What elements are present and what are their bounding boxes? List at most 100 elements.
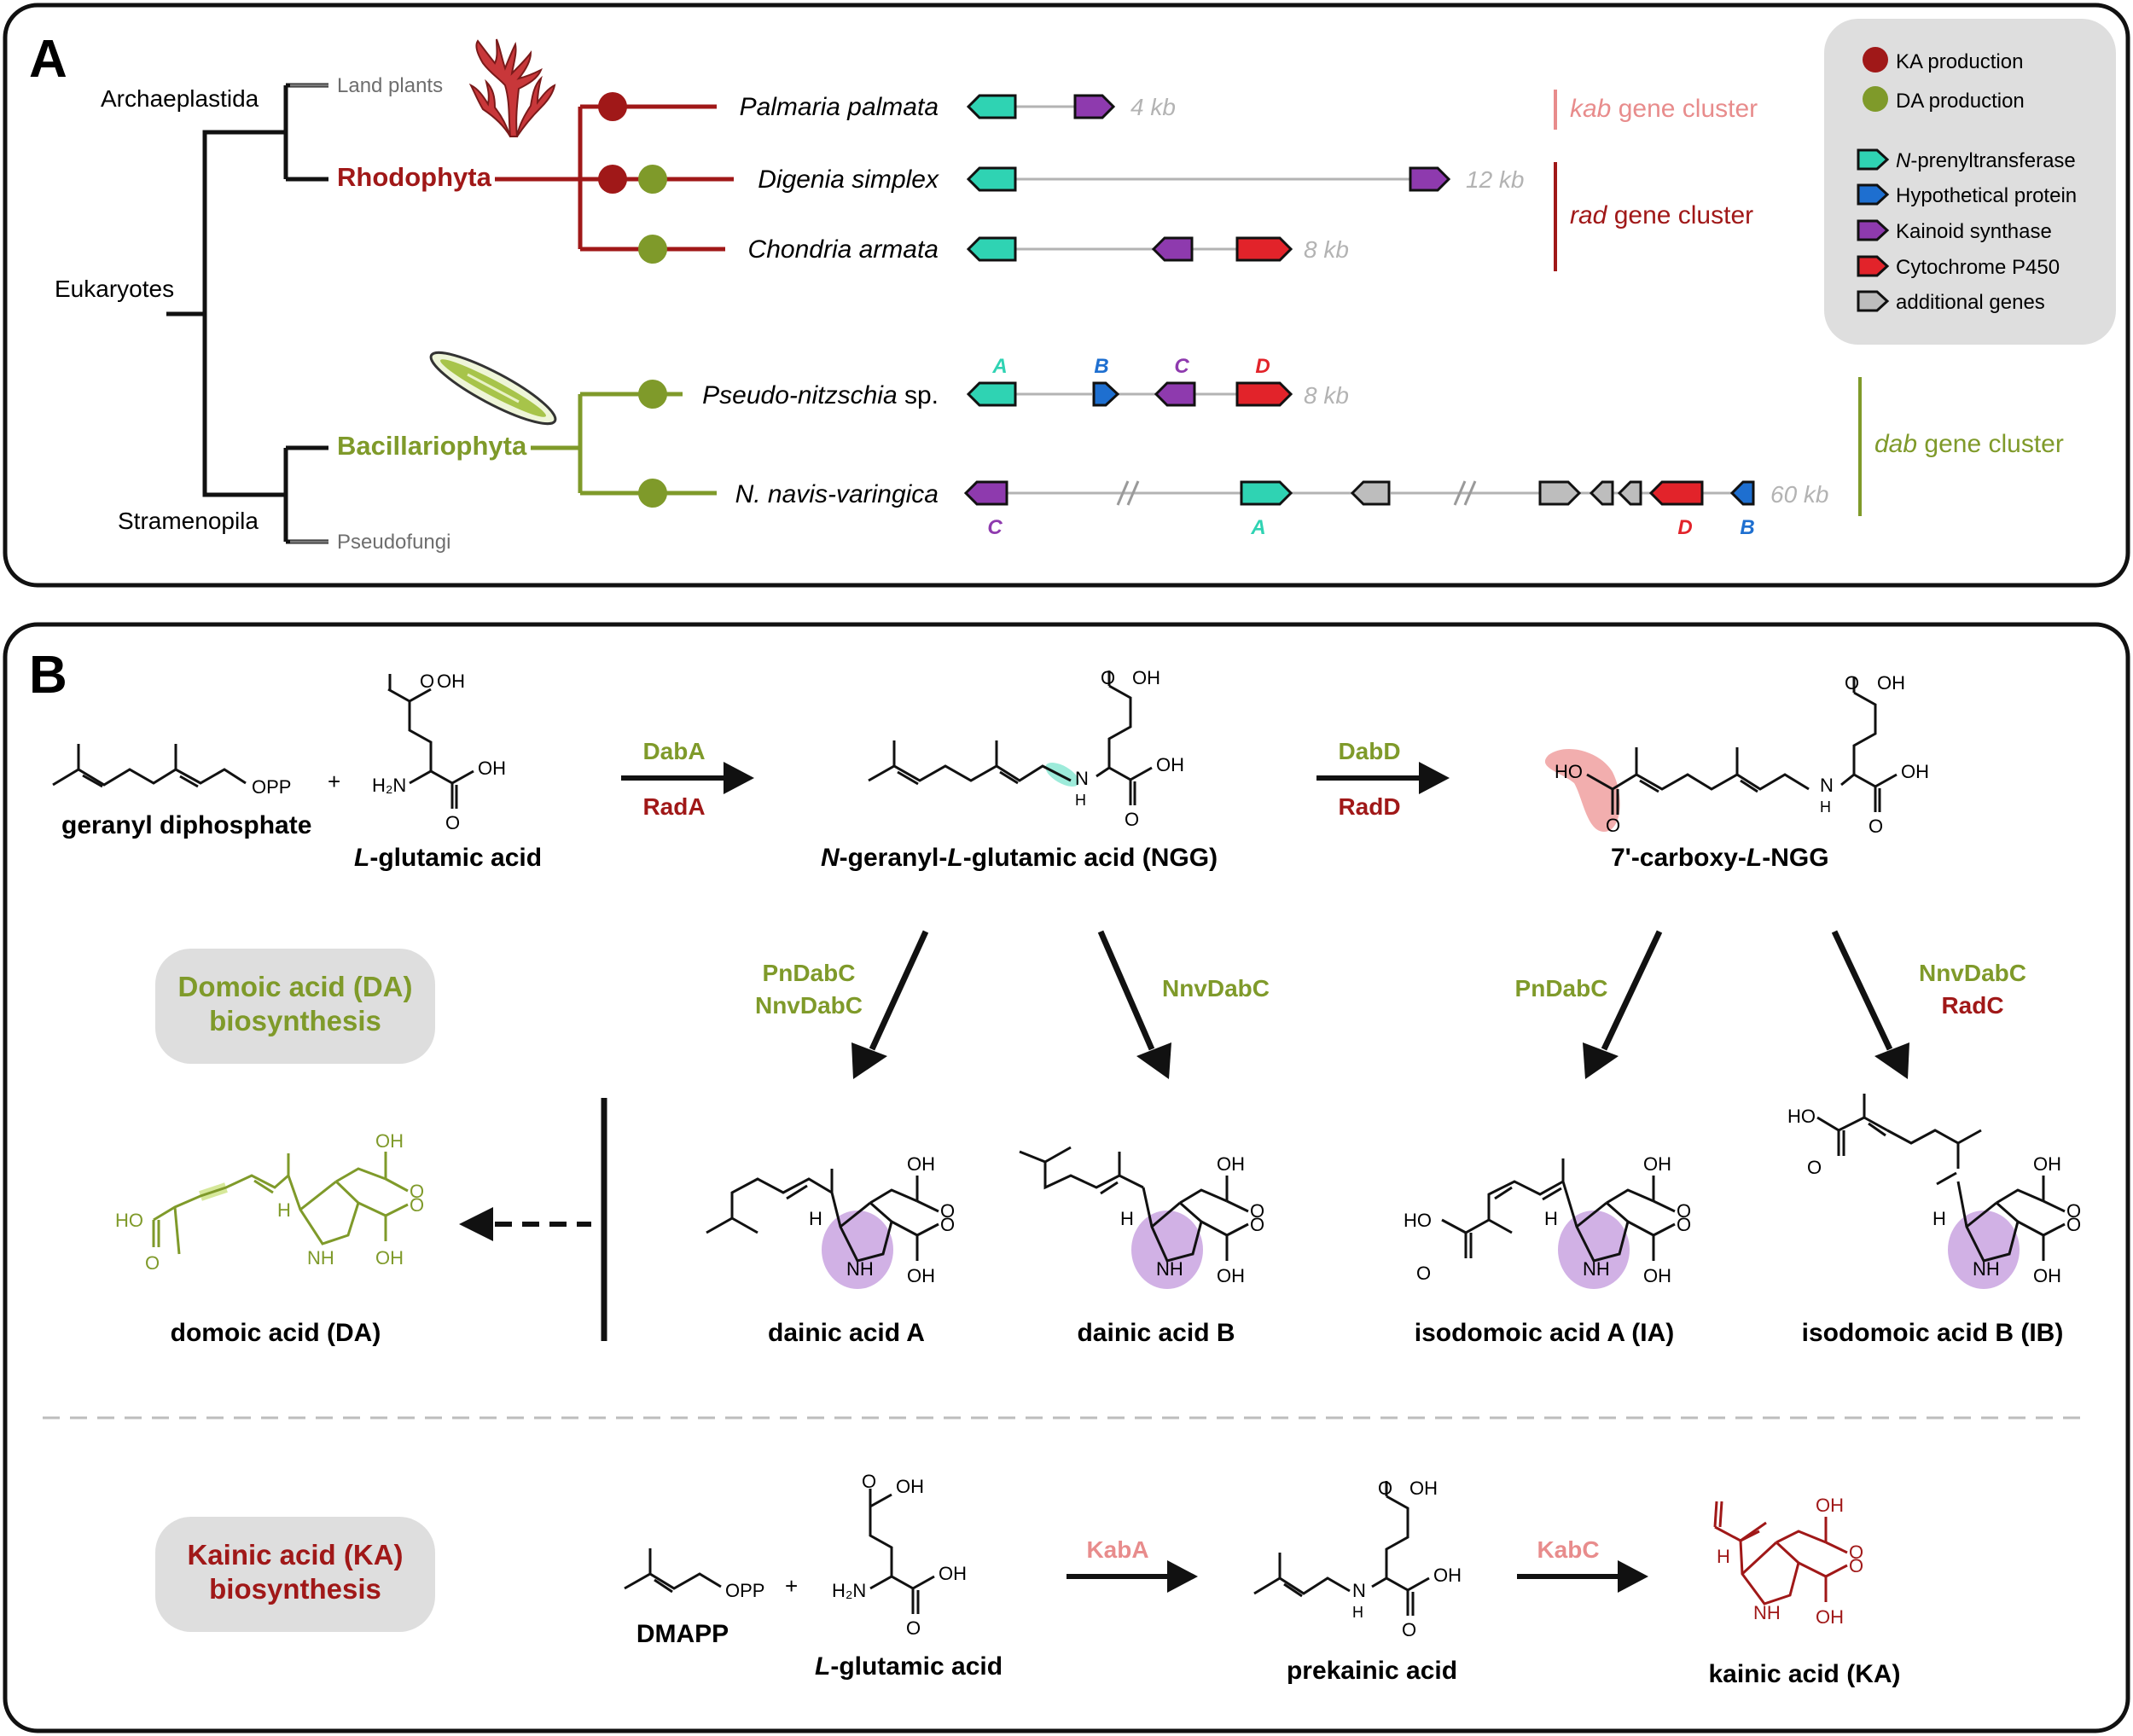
plus-sign: + bbox=[328, 769, 340, 794]
legend-swatch-teal bbox=[1857, 148, 1890, 171]
species-chondria: Chondria armata bbox=[748, 235, 939, 264]
da-dot bbox=[638, 479, 667, 508]
size-pseudonitzschia: 8 kb bbox=[1304, 382, 1349, 409]
glu1-h2n: H₂N bbox=[372, 775, 406, 796]
dashed-arrowhead bbox=[459, 1207, 493, 1241]
glu-name-2: L-glutamic acid bbox=[815, 1652, 1003, 1681]
ka-oh-bottom: OH bbox=[1816, 1606, 1844, 1628]
dainic-b-o-right: O bbox=[1250, 1214, 1264, 1235]
dainic-b-oh-bottom: OH bbox=[1217, 1265, 1245, 1286]
da-box-line1: Domoic acid (DA) bbox=[177, 971, 412, 1002]
da-box-line2: biosynthesis bbox=[209, 1005, 381, 1036]
ngg-l-italic: L bbox=[947, 844, 962, 872]
dainic-b-structure bbox=[1019, 1146, 1249, 1263]
dainic-a-nh: NH bbox=[846, 1258, 874, 1280]
ia-structure bbox=[1441, 1158, 1676, 1263]
da-h: H bbox=[277, 1199, 291, 1221]
legend-prenyl: N-prenyltransferase bbox=[1896, 149, 2076, 172]
species-digenia: Digenia simplex bbox=[758, 165, 939, 194]
gpp-opp: OPP bbox=[252, 776, 291, 798]
enzyme-kaba: KabA bbox=[1086, 1536, 1148, 1563]
gene-red-left bbox=[1648, 480, 1704, 506]
carboxy-o-top: O bbox=[1845, 672, 1859, 694]
panel-b-label: B bbox=[29, 646, 67, 705]
dainic-b-h: H bbox=[1120, 1208, 1134, 1229]
dainic-a-o-right: O bbox=[940, 1214, 955, 1235]
glu1-o-bottom: O bbox=[445, 812, 460, 833]
enzyme-nnvdabc-1: NnvDabC bbox=[755, 992, 863, 1019]
dmapp-structure bbox=[624, 1548, 722, 1594]
size-palmaria: 4 kb bbox=[1130, 94, 1176, 120]
diagonal-arrowheads bbox=[851, 1042, 1909, 1079]
glu-name-1: L-glutamic acid bbox=[354, 844, 542, 872]
enzyme-daba: DabA bbox=[642, 738, 705, 764]
carboxy-pre: 7'-carboxy- bbox=[1611, 844, 1747, 872]
ia-ring-highlight bbox=[1558, 1211, 1630, 1289]
ib-o-right: O bbox=[2066, 1214, 2081, 1235]
glu2-l: L bbox=[815, 1652, 830, 1681]
ib-ho: HO bbox=[1787, 1106, 1816, 1127]
species-navis: N. navis-varingica bbox=[735, 480, 939, 508]
gpp-name: geranyl diphosphate bbox=[61, 811, 311, 839]
ib-h: H bbox=[1932, 1208, 1946, 1229]
rad-italic: rad bbox=[1570, 201, 1608, 229]
ib-name: isodomoic acid B (IB) bbox=[1802, 1319, 2064, 1347]
legend-ka: KA production bbox=[1896, 50, 2023, 73]
gene-letter-d: D bbox=[1255, 355, 1270, 378]
legend-ka-dot bbox=[1863, 47, 1888, 73]
dainic-a-h: H bbox=[809, 1208, 822, 1229]
gene-purple-left bbox=[1154, 381, 1196, 407]
ka-o-top: O bbox=[1849, 1541, 1863, 1563]
dainic-a-ring-highlight bbox=[822, 1211, 893, 1289]
carboxy-o-bottom: O bbox=[1869, 816, 1883, 837]
gene-tracks bbox=[994, 105, 1736, 495]
ngg-rest: -glutamic acid (NGG) bbox=[963, 844, 1218, 872]
ia-oh-top: OH bbox=[1643, 1153, 1671, 1175]
carboxy-highlight bbox=[1544, 748, 1620, 832]
legend-da: DA production bbox=[1896, 90, 2025, 113]
ka-oh-top: OH bbox=[1816, 1495, 1844, 1516]
legend: KA production DA production N-prenyltran… bbox=[1824, 19, 2116, 345]
ka-box-line2: biosynthesis bbox=[209, 1573, 381, 1605]
production-dots bbox=[598, 92, 667, 508]
legend-da-dot bbox=[1863, 86, 1888, 112]
carboxy-h: H bbox=[1820, 798, 1831, 816]
carboxy-ho: HO bbox=[1555, 761, 1583, 782]
size-navis: 60 kb bbox=[1770, 481, 1829, 508]
dainic-a-oh-bottom: OH bbox=[907, 1265, 935, 1286]
gene-teal-right bbox=[1240, 480, 1293, 506]
panel-a: A Archaeplastida Eukaryotes Stramenopila… bbox=[3, 3, 2130, 588]
ka-dot bbox=[598, 165, 627, 194]
gene-purple-right bbox=[1073, 94, 1116, 119]
ngg-mid: -geranyl- bbox=[840, 844, 948, 872]
label-archaeplastida: Archaeplastida bbox=[101, 85, 259, 112]
label-stramenopila: Stramenopila bbox=[118, 508, 259, 534]
da-nh: NH bbox=[307, 1247, 334, 1269]
prekainic-o: O bbox=[1402, 1619, 1416, 1640]
carboxy-ngg-structure bbox=[1586, 677, 1898, 815]
enzyme-nnvdabc-3: NnvDabC bbox=[1919, 960, 2026, 986]
ngg-o-top: O bbox=[1101, 667, 1115, 688]
gene-teal-left bbox=[966, 166, 1017, 192]
ka-o-right: O bbox=[1849, 1555, 1863, 1576]
ngg-oh: OH bbox=[1156, 754, 1184, 775]
ia-nh: NH bbox=[1583, 1258, 1610, 1280]
panel-b: B OPP geranyl diphosphate + O OH H₂N OH … bbox=[3, 622, 2130, 1733]
ngg-name: N-geranyl-L-glutamic acid (NGG) bbox=[821, 844, 1218, 872]
label-bacillariophyta: Bacillariophyta bbox=[337, 431, 527, 461]
carboxy-name: 7'-carboxy-L-NGG bbox=[1611, 844, 1829, 872]
gpp-structure bbox=[52, 744, 247, 788]
da-dot bbox=[638, 235, 667, 264]
glu2-h2n: H₂N bbox=[832, 1580, 866, 1601]
da-name: domoic acid (DA) bbox=[171, 1319, 381, 1347]
glu-l: L bbox=[354, 844, 369, 872]
kab-cluster-label: kab gene cluster bbox=[1570, 95, 1758, 123]
label-eukaryotes: Eukaryotes bbox=[55, 276, 174, 302]
dainic-a-oh-top: OH bbox=[907, 1153, 935, 1175]
legend-p450: Cytochrome P450 bbox=[1896, 256, 2060, 279]
gene-red-right bbox=[1235, 236, 1293, 262]
ia-ho: HO bbox=[1404, 1210, 1432, 1231]
enzyme-radc: RadC bbox=[1941, 992, 2003, 1019]
kab-italic: kab bbox=[1570, 95, 1611, 123]
gene-purple-right bbox=[1409, 166, 1451, 192]
